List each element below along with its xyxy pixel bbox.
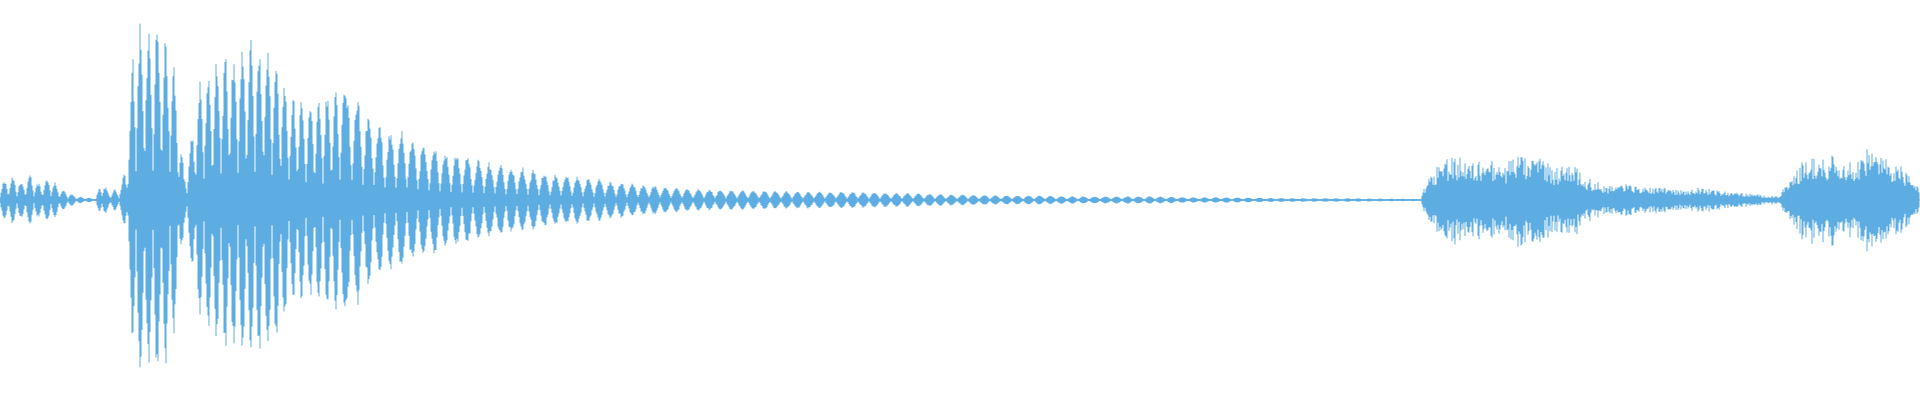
waveform-trace: [0, 23, 1920, 368]
